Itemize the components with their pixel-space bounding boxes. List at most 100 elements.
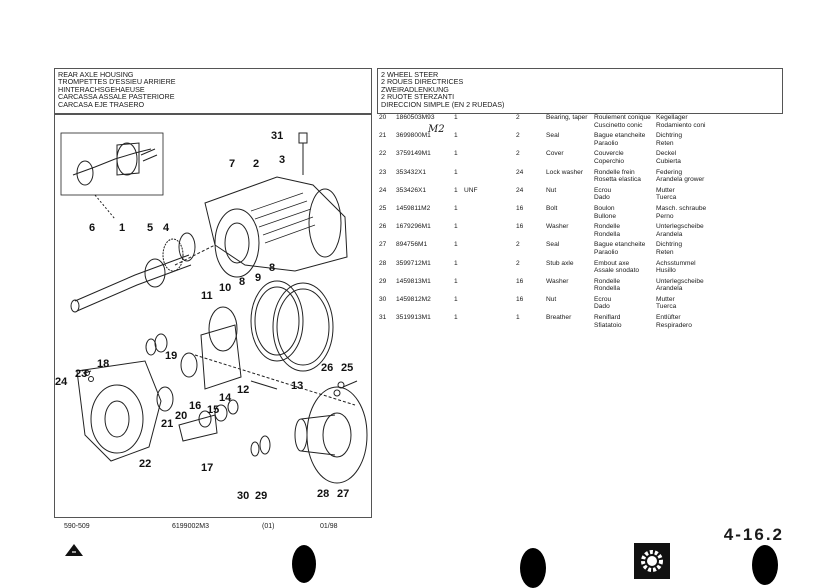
main-housing	[204, 176, 348, 272]
part-qty: 1	[454, 295, 458, 303]
part-qty2: 24	[516, 168, 524, 176]
part-qty: 1	[454, 314, 458, 322]
part-qty: 1	[454, 186, 458, 194]
part-qty2: 2	[516, 241, 520, 249]
axle-shaft	[74, 254, 192, 312]
part-desc-en: Washer	[546, 277, 569, 285]
part-qty: 1	[454, 150, 458, 158]
part-note: UNF	[464, 186, 478, 194]
callout: 26	[321, 362, 333, 374]
callout: 21	[161, 418, 173, 430]
part-desc-line: Perno	[656, 212, 674, 220]
header-right-line: DIRECCION SIMPLE (EN 2 RUEDAS)	[381, 99, 505, 109]
part-ref: 22	[379, 150, 387, 158]
part-desc-line: Reten	[656, 248, 674, 256]
part-note	[464, 260, 516, 275]
callout: 29	[255, 490, 267, 502]
part-desc-line: Rondella	[594, 285, 621, 293]
part-number: 894756M1	[396, 241, 428, 249]
callout: 1	[119, 222, 125, 234]
hub-cover	[76, 360, 162, 462]
part-desc-line: Rondella	[594, 230, 621, 238]
part-ref: 24	[379, 186, 387, 194]
part-desc-line: Bague etancheite	[594, 241, 646, 249]
callout: 15	[207, 404, 219, 416]
part-desc-line: Sfiatatoio	[594, 321, 622, 329]
part-qty: 1	[454, 204, 458, 212]
header-left-box: REAR AXLE HOUSING TROMPETTES D'ESSIEU AR…	[54, 68, 372, 114]
part-desc-en: Nut	[546, 186, 557, 194]
part-desc-line: Unterlegscheibe	[656, 223, 704, 231]
header-left-line: CARCASSA ASSALE PASTERIORE	[58, 92, 175, 102]
part-qty: 1	[454, 132, 458, 140]
part-desc-en: Stub axle	[546, 259, 574, 267]
part-note	[464, 132, 516, 147]
part-desc-line: Dado	[594, 194, 610, 202]
part-desc-en: Bolt	[546, 204, 558, 212]
part-desc-line: Achsstummel	[656, 259, 696, 267]
callout: 11	[201, 290, 213, 302]
part-desc-line: Boulon	[594, 204, 615, 212]
header-left-line: TROMPETTES D'ESSIEU ARRIERE	[58, 77, 176, 87]
part-desc-line: Arandela	[656, 230, 683, 238]
callout: 20	[175, 410, 187, 422]
part-desc-line: Arandela grower	[656, 176, 705, 184]
part-ref: 23	[379, 168, 387, 176]
part-desc-line: Federing	[656, 168, 683, 176]
part-desc-line: Cuscinetto conic	[594, 121, 643, 129]
part-desc-en: Seal	[546, 132, 560, 140]
part-desc-line: Respiradero	[656, 321, 692, 329]
part-desc-line: Paraolio	[594, 248, 619, 256]
part-desc-line: Assale snodato	[594, 267, 640, 275]
footer-issue: (01)	[262, 523, 275, 530]
part-desc-line: Ecrou	[594, 186, 612, 194]
part-desc-line: Rondelle	[594, 277, 621, 285]
footer-publication: 6199002M3	[172, 523, 209, 530]
part-desc-line: Husillo	[656, 267, 676, 275]
part-desc-line: Roulement conique	[594, 114, 651, 121]
part-note	[464, 169, 516, 184]
part-qty2: 24	[516, 186, 524, 194]
part-desc-line: Rodamiento coni	[656, 121, 706, 129]
callout: 5	[147, 222, 153, 234]
callout-labels: 31 7 2 3 6 1 5 4 8 9 10 11 8 18 19 23 24…	[55, 130, 353, 502]
part-desc-line: Bague etancheite	[594, 132, 646, 140]
part-desc-line: Dado	[594, 303, 610, 311]
part-ref: 21	[379, 132, 387, 140]
part-qty2: 2	[516, 150, 520, 158]
part-qty2: 16	[516, 277, 524, 285]
part-desc-line: Rondelle	[594, 223, 621, 231]
part-desc-line: Unterlegscheibe	[656, 277, 704, 285]
part-desc-en: Seal	[546, 241, 560, 249]
part-qty2: 2	[516, 114, 520, 121]
callout: 16	[189, 400, 201, 412]
callout: 18	[97, 358, 109, 370]
callout: 4	[163, 222, 170, 234]
callout: 9	[255, 272, 261, 284]
part-ref: 25	[379, 204, 387, 212]
header-right-box: 2 WHEEL STEER 2 ROUES DIRECTRICES ZWEIRA…	[377, 68, 783, 114]
ring-seal	[272, 282, 334, 372]
part-ref: 31	[379, 314, 387, 322]
part-desc-line: Rondelle frein	[594, 168, 635, 176]
part-note	[464, 205, 516, 220]
part-ref: 30	[379, 295, 387, 303]
part-qty: 1	[454, 168, 458, 176]
page-number: 4-16.2	[723, 525, 784, 544]
header-right-line: 2 RUOTE STERZANTI	[381, 92, 455, 102]
